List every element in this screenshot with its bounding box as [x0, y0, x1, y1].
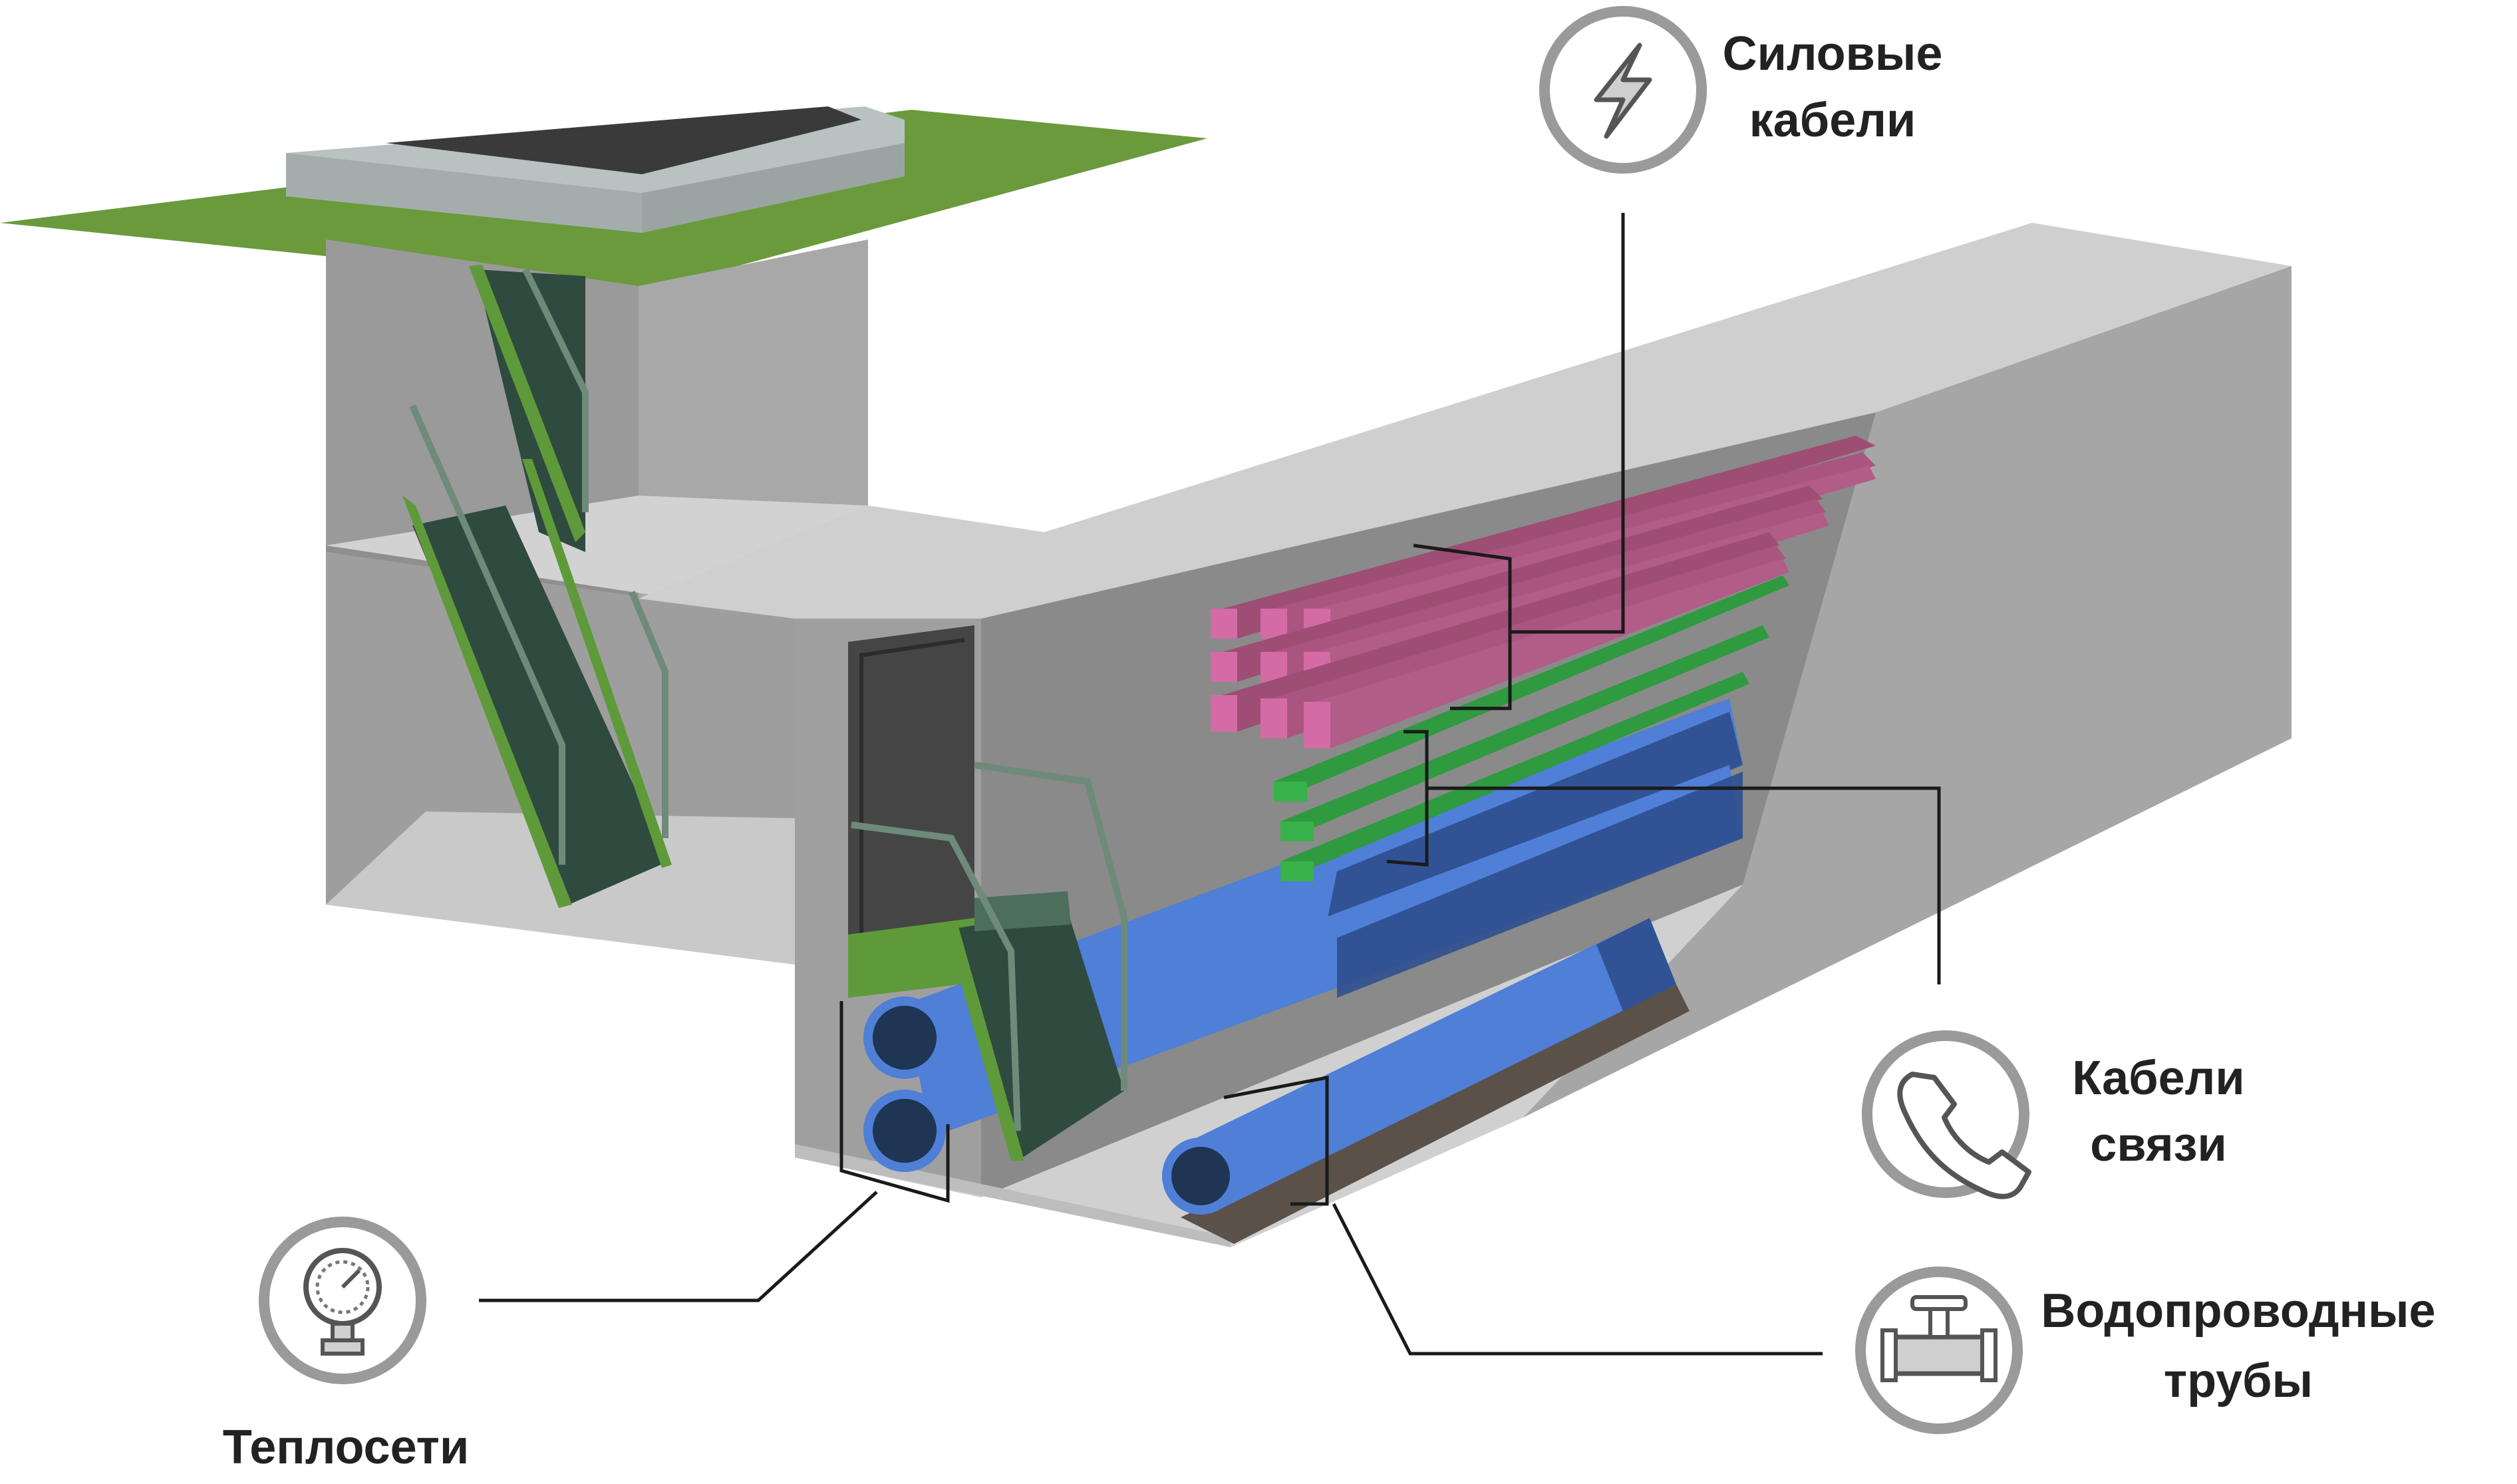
tunnel-ceiling [639, 223, 2292, 645]
water-pipe-shade [1596, 918, 1676, 1011]
phone-icon [1862, 1030, 2031, 1199]
stair-upper-edge [469, 265, 585, 542]
stair-lower-rail2 [629, 591, 668, 838]
stair-lower-edge [402, 496, 572, 908]
stair-upper-rail [522, 267, 589, 512]
valve-icon [1855, 1266, 2023, 1434]
heating-leader [839, 1001, 950, 1203]
tunnel-stair [958, 911, 1124, 1161]
water-leader-stem [1332, 1203, 1823, 1356]
heating-pipe-2-shade [1337, 772, 1743, 998]
leader-lines [479, 213, 1941, 1356]
water-pipe-base [1181, 984, 1690, 1244]
tunnel-stair-edge [945, 925, 1024, 1161]
power-cables-label-1: Силовые [1723, 27, 1943, 80]
comm-cables-label-2: связи [2090, 1118, 2226, 1171]
lightning-icon [1539, 6, 1707, 174]
stair-lower [412, 506, 668, 905]
power-leader-stem [1510, 213, 1625, 634]
power-cables [1211, 436, 1876, 748]
hatch-cover [386, 106, 861, 174]
comm-cables-label-1: Кабели [2072, 1052, 2244, 1105]
tunnel-stair-rail [851, 821, 1021, 1131]
tunnel-door [848, 625, 974, 998]
comm-leader [1386, 730, 1429, 867]
pressure-gauge-icon [259, 1217, 426, 1384]
stair-lower-rail [409, 404, 565, 865]
hatch-frame-front [286, 153, 642, 233]
water-pipes-label-1: Водопроводные [2041, 1284, 2435, 1338]
heating-leader-stem [479, 1191, 878, 1302]
tunnel-stair-rail2 [974, 762, 1127, 1091]
door-frame [859, 638, 965, 984]
heating-pipe-end-1-inner [873, 1006, 937, 1070]
comm-cables [1274, 575, 1789, 881]
stair-lower-edge2 [522, 459, 672, 868]
hatch-frame-side [642, 143, 905, 233]
water-pipe-end-inner [1171, 1147, 1230, 1205]
power-cables-label-2: кабели [1749, 94, 1916, 147]
water-leader [1223, 1075, 1329, 1206]
water-pipes-label-2: трубы [2164, 1354, 2313, 1408]
heating-label: Теплосети [223, 1421, 469, 1474]
water-pipe [1197, 918, 1676, 1211]
comm-leader-stem [1427, 786, 1941, 984]
heating-pipe-end-2-inner [873, 1099, 937, 1163]
